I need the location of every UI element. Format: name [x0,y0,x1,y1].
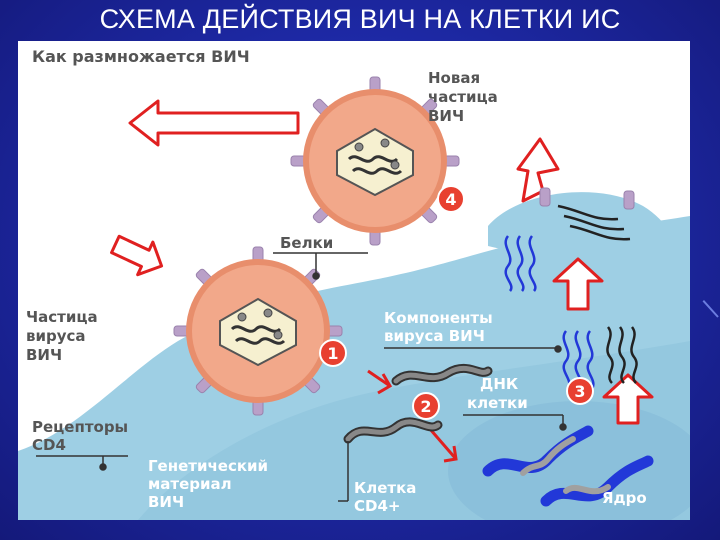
virus-components-black [557,204,638,384]
label-proteins: Белки [280,234,333,252]
step-1-label: 1 [327,344,338,363]
step-badge-2 [412,392,440,420]
cell-bulge [488,192,690,281]
step-4-label: 4 [445,190,456,209]
label-cd4-cell: Клетка CD4+ [354,479,422,515]
label-genetic-material: Генетический материал ВИЧ [148,457,273,511]
slide-title: СХЕМА ДЕЙСТВИЯ ВИЧ НА КЛЕТКИ ИС [99,4,621,34]
diagram-heading: Как размножается ВИЧ [32,47,250,66]
diagram-panel: Как размножается ВИЧ [18,41,690,520]
step-3-label: 3 [574,382,585,401]
step-badge-3 [566,377,594,405]
hiv-replication-diagram: Как размножается ВИЧ [18,41,690,520]
label-receptors: Рецепторы CD4 [32,418,133,454]
step-badge-1 [319,339,347,367]
label-cell-dna: ДНК клетки [467,375,528,412]
label-new-particle: Новая частица ВИЧ [428,69,503,125]
virus-particle [173,246,343,416]
virus-components-blue [504,235,595,390]
arrow-up-1 [552,257,604,311]
label-nucleus: Ядро [602,489,647,507]
virus-particle-new [290,76,460,246]
nucleus [448,401,690,520]
label-virus-components: Компоненты вируса ВИЧ [384,309,498,345]
arrow-entry [110,234,164,277]
arrow-small-1 [367,369,393,395]
arrow-exit [128,99,300,147]
arrow-up-2 [602,373,654,425]
step-2-label: 2 [420,397,431,416]
arrow-bud [516,137,560,203]
step-badge-4 [437,185,465,213]
label-virus-particle: Частица вируса ВИЧ [26,308,103,364]
arrow-small-2 [428,428,458,463]
